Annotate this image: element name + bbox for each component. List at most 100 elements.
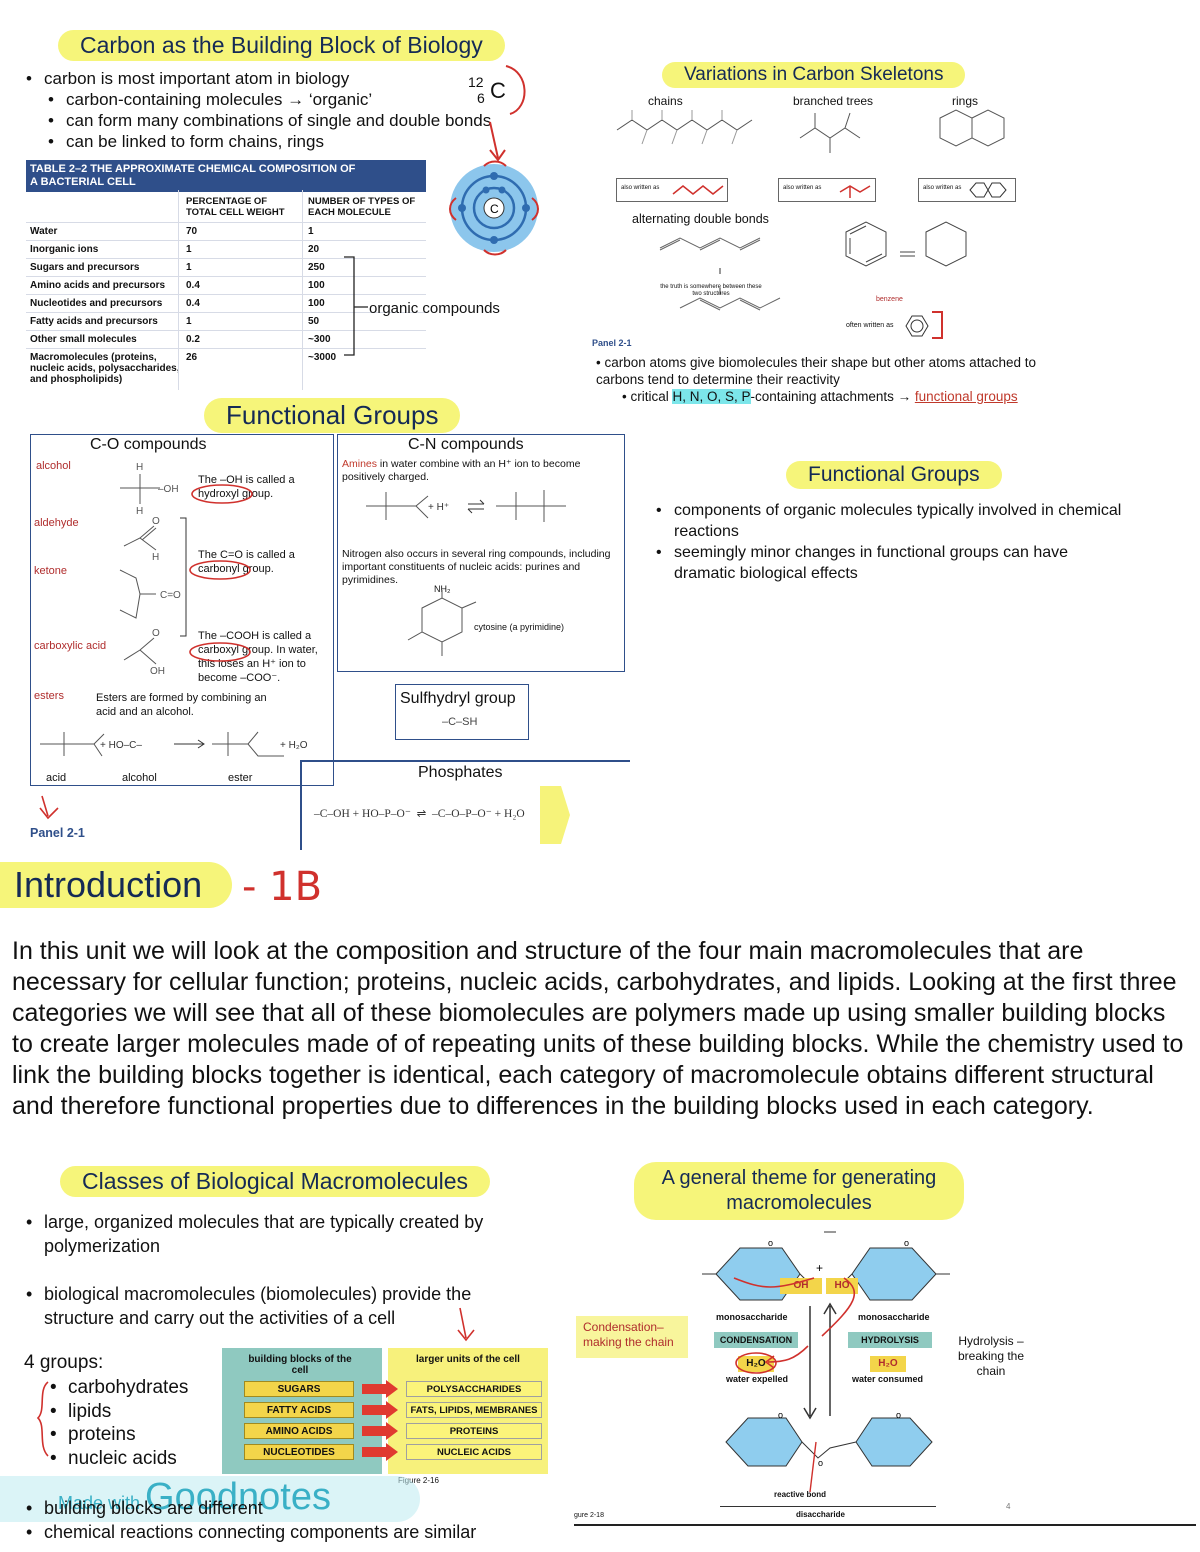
carbon-atom-symbol: 12 6 C xyxy=(466,74,522,114)
alcohol-label: alcohol xyxy=(36,460,71,472)
cytosine-structure-icon xyxy=(407,590,477,656)
skeletons-bullet: • carbon atoms give biomolecules their s… xyxy=(596,355,1036,387)
also-written-chain: also written as xyxy=(616,178,728,202)
carbon-atom-diagram-icon: C xyxy=(449,160,539,256)
condensation-note-bg xyxy=(576,1316,688,1358)
nh2-label: NH₂ xyxy=(434,584,451,594)
lu-item: POLYSACCHARIDES xyxy=(406,1381,542,1397)
group-item: carbohydrates xyxy=(46,1376,188,1400)
skeletons-panel-label: Panel 2-1 xyxy=(592,338,632,348)
red-down-arrow-icon xyxy=(39,795,59,820)
svg-text:o: o xyxy=(896,1410,901,1420)
mono2-label: monosaccharide xyxy=(858,1312,930,1322)
fg-right-bullet: seemingly minor changes in functional gr… xyxy=(652,542,1122,584)
esters-label: esters xyxy=(34,690,64,702)
branched-structure-icon xyxy=(799,112,861,153)
svg-text:–OH: –OH xyxy=(158,484,179,495)
fg-right-bullets: components of organic molecules typicall… xyxy=(652,500,1122,584)
benzene-label: benzene xyxy=(876,296,903,303)
group-item: lipids xyxy=(46,1400,188,1424)
hydroxyl-note: The –OH is called a hydroxyl group. xyxy=(198,474,295,500)
svg-text:C: C xyxy=(490,202,499,216)
intro-highlight xyxy=(0,862,232,908)
bb-header: building blocks of the cell xyxy=(248,1354,352,1376)
aldehyde-bracket-icon xyxy=(180,517,187,637)
intro-body: In this unit we will look at the composi… xyxy=(12,937,1184,1120)
atom-letter: C xyxy=(490,78,506,103)
intro-tag: - 1B xyxy=(242,864,323,910)
disaccharide-label: disaccharide xyxy=(796,1510,845,1519)
phosphate-equation: –C–OH + HO–P–O⁻ ⇌ –C–O–P–O⁻ + H₂O xyxy=(314,808,525,820)
bb-item: FATTY ACIDS xyxy=(244,1402,354,1418)
table-col-header: PERCENTAGE OF TOTAL CELL WEIGHT xyxy=(186,196,285,218)
table-row: Macromolecules (proteins, nucleic acids,… xyxy=(26,348,426,388)
svg-text:+ H₂O: + H₂O xyxy=(280,740,308,751)
svg-text:+: + xyxy=(816,1261,823,1275)
classes-bullet: biological macromolecules (biomolecules)… xyxy=(22,1282,542,1330)
aldehyde-label: aldehyde xyxy=(34,517,79,529)
red-annotation-arrow-icon xyxy=(489,65,526,162)
carbon-bullets: carbon is most important atom in biology xyxy=(22,68,542,89)
functional-groups-link[interactable]: functional groups xyxy=(914,389,1018,404)
alternating-double-bonds-icon xyxy=(659,237,781,311)
svg-text:C=O: C=O xyxy=(160,590,181,601)
classes-bullet: building blocks are different xyxy=(22,1496,582,1520)
lu-item: PROTEINS xyxy=(406,1423,542,1439)
classes-bullet-1: large, organized molecules that are typi… xyxy=(22,1210,542,1258)
hydrolysis-badge: HYDROLYSIS xyxy=(848,1332,932,1348)
cn-compounds-box xyxy=(337,434,625,672)
group-item: nucleic acids xyxy=(46,1447,188,1471)
classes-bullets-bottom: building blocks are different chemical r… xyxy=(22,1496,582,1544)
carbon-bullet: carbon is most important atom in biology xyxy=(22,68,542,89)
phosphates-title: Phosphates xyxy=(418,764,503,781)
mono1-label: monosaccharide xyxy=(716,1312,788,1322)
phosphate-highlight xyxy=(540,786,570,844)
cytosine-label: cytosine (a pyrimidine) xyxy=(474,622,565,632)
groups-list: carbohydrates lipids proteins nucleic ac… xyxy=(46,1376,188,1470)
intro-title: Introduction xyxy=(14,864,203,905)
branched-label: branched trees xyxy=(793,94,874,108)
ester-label: ester xyxy=(228,772,253,784)
zigzag-icon xyxy=(672,185,724,195)
table-col-header: NUMBER OF TYPES OF EACH MOLECULE xyxy=(308,196,416,218)
alcohol-small-label: alcohol xyxy=(122,772,157,784)
red-down-arrow-icon xyxy=(457,1307,475,1342)
carbon-sub-bullet: carbon-containing molecules → ‘organic’ xyxy=(44,89,564,110)
chains-label: chains xyxy=(648,94,683,108)
carbon-sub-bullet: can form many combinations of single and… xyxy=(44,110,564,131)
svg-text:+ HO–C–: + HO–C– xyxy=(100,740,142,751)
svg-text:o: o xyxy=(778,1410,783,1420)
esters-note: Esters are formed by combining an acid a… xyxy=(96,692,267,718)
red-circle-annotations-icon xyxy=(189,484,253,662)
svg-text:O: O xyxy=(152,516,160,527)
reactive-bond-label: reactive bond xyxy=(774,1490,827,1499)
ketone-label: ketone xyxy=(34,565,68,577)
reaction-arrows-icon xyxy=(733,1277,855,1420)
sulfhydryl-formula: –C–SH xyxy=(442,716,478,728)
lu-header: larger units of the cell xyxy=(416,1354,520,1365)
theme-highlight xyxy=(634,1162,964,1220)
carbon-title: Carbon as the Building Block of Biology xyxy=(58,30,505,61)
h2o-badge-2: H₂O xyxy=(870,1356,906,1372)
svg-text:OH: OH xyxy=(150,666,165,677)
also-written-branched: also written as xyxy=(778,178,876,202)
bb-item: NUCLEOTIDES xyxy=(244,1444,354,1460)
often-written-label: often written as xyxy=(846,322,894,329)
lu-item: NUCLEIC ACIDS xyxy=(406,1444,542,1460)
svg-text:+ H⁺: + H⁺ xyxy=(428,502,449,513)
theme-title: A general theme for generating macromole… xyxy=(661,1167,937,1214)
svg-text:H: H xyxy=(136,506,143,517)
red-arrows-icon xyxy=(362,1380,398,1461)
water-expelled-label: water expelled xyxy=(726,1374,789,1384)
co-structures-icon: H –OH H O H C=O O OH xyxy=(119,462,181,677)
classes-bullet: large, organized molecules that are typi… xyxy=(22,1210,542,1258)
skeletons-title: Variations in Carbon Skeletons xyxy=(662,62,966,88)
nitrogen-note: Nitrogen also occurs in several ring com… xyxy=(342,548,611,586)
ester-reaction-icon: + HO–C– + H₂O xyxy=(40,731,308,757)
rings-structure-icon xyxy=(939,109,1005,147)
